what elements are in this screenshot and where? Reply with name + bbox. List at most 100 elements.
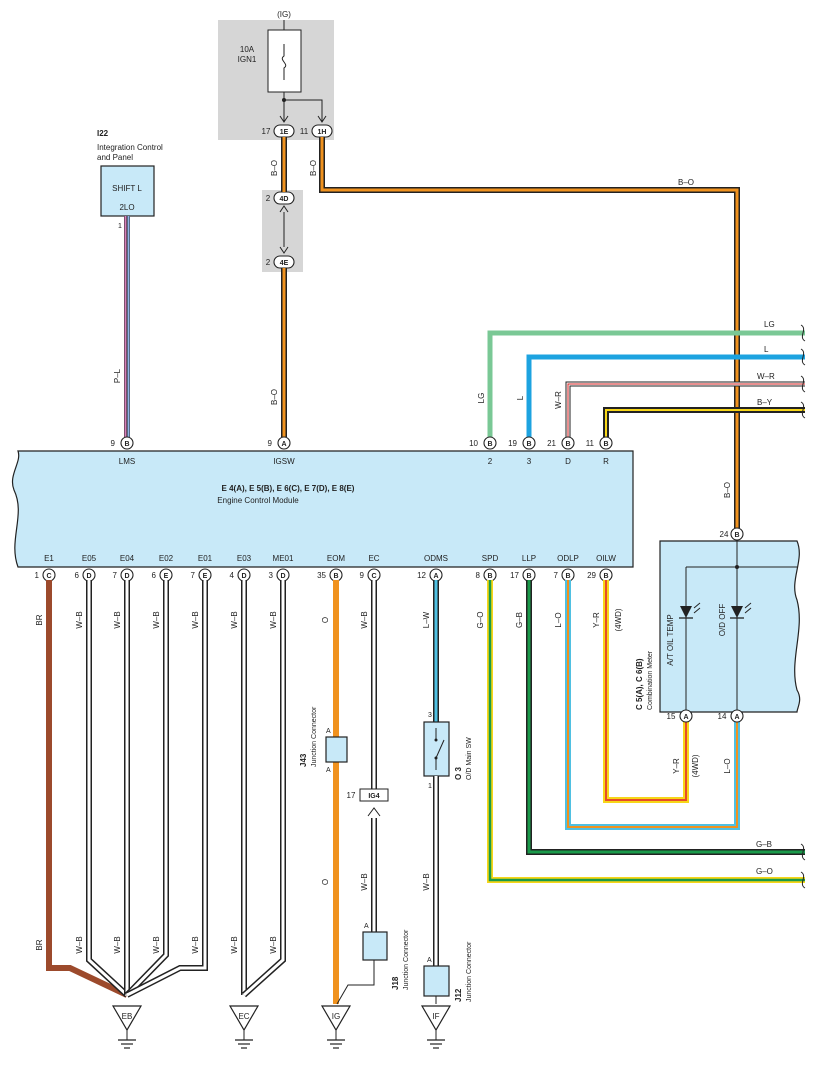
svg-text:E: E: [203, 573, 208, 580]
svg-text:A: A: [326, 728, 331, 735]
svg-text:D: D: [241, 573, 246, 580]
wires-w-b-ec: [241, 580, 286, 998]
svg-text:1: 1: [118, 223, 122, 230]
combination-meter: A/T OIL TEMP O/D OFF C 5(A), C 6(B) Comb…: [635, 540, 801, 713]
wire-br: BR BR: [35, 580, 129, 998]
wire-break-marks: [800, 324, 806, 419]
svg-text:W–B: W–B: [230, 611, 239, 628]
svg-text:IF: IF: [432, 1012, 439, 1021]
svg-text:W–B: W–B: [360, 873, 369, 890]
svg-text:6: 6: [152, 571, 157, 580]
wire-label: B–O: [723, 482, 732, 498]
svg-text:B: B: [124, 441, 129, 448]
svg-text:P–L: P–L: [113, 368, 122, 383]
svg-text:LMS: LMS: [119, 457, 135, 466]
svg-text:1E: 1E: [280, 129, 289, 136]
ground-if-icon: IF: [420, 1005, 452, 1049]
svg-text:7: 7: [191, 571, 196, 580]
svg-text:E02: E02: [159, 554, 174, 563]
connector-ig4: IG4 17: [347, 788, 389, 802]
led-at-oil-temp-icon: [679, 602, 701, 619]
wires-w-b-eb: [86, 580, 208, 998]
svg-text:11: 11: [586, 439, 595, 448]
od-main-switch: 3 1 O 3 O/D Main SW: [423, 712, 473, 790]
svg-text:Junction Connector: Junction Connector: [403, 929, 410, 990]
svg-text:1: 1: [35, 571, 40, 580]
svg-text:9: 9: [111, 439, 116, 448]
wire-w-b-if: W–B: [422, 776, 439, 1004]
svg-text:J18: J18: [391, 976, 400, 990]
svg-text:W–B: W–B: [230, 936, 239, 953]
wire-g-b: G–B G–B: [515, 580, 805, 855]
svg-text:SHIFT L: SHIFT L: [112, 184, 142, 193]
fuse-box: [267, 29, 302, 93]
svg-text:W–B: W–B: [152, 611, 161, 628]
svg-text:W–B: W–B: [75, 936, 84, 953]
svg-text:EB: EB: [122, 1012, 133, 1021]
svg-text:17: 17: [347, 791, 356, 800]
svg-text:12: 12: [417, 571, 426, 580]
svg-text:G–B: G–B: [515, 612, 524, 628]
svg-text:4: 4: [230, 571, 235, 580]
svg-text:3: 3: [428, 712, 432, 719]
svg-text:(4WD): (4WD): [614, 608, 623, 631]
svg-text:A: A: [326, 767, 331, 774]
svg-text:L–W: L–W: [422, 611, 431, 628]
junction-connector-j43: A A J43 Junction Connector: [299, 706, 348, 774]
svg-text:O/D OFF: O/D OFF: [718, 604, 727, 637]
ground-ig-icon: IG: [320, 1005, 352, 1049]
svg-text:D: D: [280, 573, 285, 580]
svg-text:BR: BR: [35, 939, 44, 950]
svg-text:W–B: W–B: [422, 873, 431, 890]
svg-text:J43: J43: [299, 753, 308, 767]
connector-pin-4d: 4D 2: [266, 191, 295, 205]
svg-text:4E: 4E: [280, 260, 289, 267]
ground-ec-icon: EC: [228, 1005, 260, 1049]
connector-pin-4e: 4E 2: [266, 255, 295, 269]
meter-pin-24: B 24: [720, 527, 744, 541]
wire-label: B–O: [270, 160, 279, 176]
engine-control-module: E 4(A), E 5(B), E 6(C), E 7(D), E 8(E) E…: [12, 450, 634, 568]
wire-o-eom: O O: [321, 580, 339, 1004]
svg-text:ODMS: ODMS: [424, 554, 448, 563]
led-od-off-icon: [730, 602, 752, 619]
wire-lg: LG LG: [477, 320, 805, 437]
svg-text:O 3: O 3: [454, 767, 463, 780]
svg-text:E03: E03: [237, 554, 252, 563]
svg-text:SPD: SPD: [482, 554, 499, 563]
svg-text:O: O: [321, 617, 330, 623]
svg-text:24: 24: [720, 530, 729, 539]
svg-text:W–B: W–B: [152, 936, 161, 953]
ecm-name: Engine Control Module: [217, 496, 299, 505]
junction-connector-j18: A J18 Junction Connector: [362, 923, 410, 990]
svg-text:1H: 1H: [318, 129, 327, 136]
svg-text:Junction Connector: Junction Connector: [466, 941, 473, 1002]
svg-text:2: 2: [266, 194, 271, 203]
svg-text:W–B: W–B: [75, 611, 84, 628]
wire-label: B–O: [678, 178, 694, 187]
svg-text:IGSW: IGSW: [273, 457, 295, 466]
meter-pin-15: A 15: [667, 709, 693, 723]
svg-text:R: R: [603, 457, 609, 466]
svg-text:E04: E04: [120, 554, 135, 563]
svg-text:W–B: W–B: [269, 611, 278, 628]
svg-text:W–B: W–B: [269, 936, 278, 953]
wire-label: B–O: [309, 160, 318, 176]
svg-text:B: B: [487, 573, 492, 580]
svg-text:7: 7: [554, 571, 559, 580]
svg-text:B: B: [565, 573, 570, 580]
svg-text:E05: E05: [82, 554, 97, 563]
wire-l-o: L–O L–O: [554, 580, 740, 830]
svg-text:A: A: [683, 714, 688, 721]
